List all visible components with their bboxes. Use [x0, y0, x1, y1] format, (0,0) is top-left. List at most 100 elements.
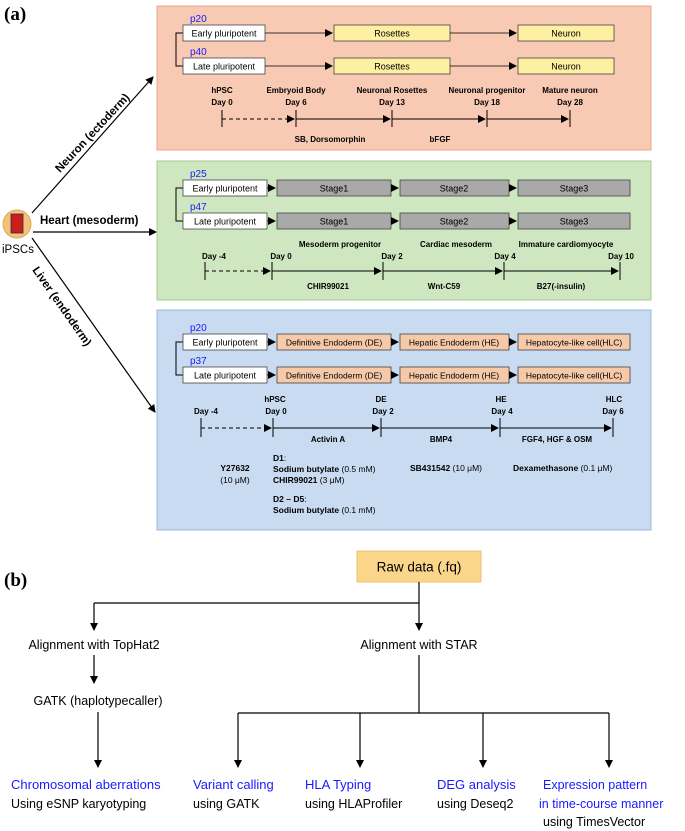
neuron-stage-name: Neuronal Rosettes: [357, 86, 428, 95]
raw-data-label: Raw data (.fq): [377, 560, 462, 575]
output-title: Chromosomal aberrations: [11, 777, 161, 792]
neuron-early-passage: p20: [190, 14, 207, 25]
neuron-stage-box: [517, 57, 615, 75]
y27632-name: Y27632: [220, 463, 250, 473]
heart-day: Day -4: [202, 252, 227, 261]
neuron-late-box-label: Late pluripotent: [193, 62, 256, 72]
liver-stage-name: DE: [375, 395, 387, 404]
heart-day: Day 10: [608, 252, 634, 261]
dex-name: Dexamethasone: [513, 463, 578, 473]
neuron-day: Day 18: [474, 98, 500, 107]
liver-stage-name: HLC: [606, 395, 623, 404]
heart-stage-name: Mesoderm progenitor: [299, 240, 381, 249]
liver-day: Day -4: [194, 407, 219, 416]
sb-note: SB431542 (10 μM): [410, 463, 482, 473]
d1-line1-conc: (0.5 mM): [339, 464, 376, 474]
dex-conc: (0.1 μM): [578, 463, 612, 473]
liver-stage-name: hPSC: [264, 395, 286, 404]
neuron-day: Day 6: [285, 98, 307, 107]
d1-line2-conc: (3 μM): [317, 475, 344, 485]
neuron-stage-label: Rosettes: [374, 62, 410, 72]
neuron-stage-label: Neuron: [551, 29, 581, 39]
liver-treatment: Activin A: [311, 435, 346, 444]
heart-stage-name: Immature cardiomyocyte: [519, 240, 614, 249]
heart-stage-label: Stage1: [320, 184, 349, 194]
neuron-stage-name: Neuronal progenitor: [449, 86, 526, 95]
y27632-conc: (10 μM): [220, 475, 250, 485]
liver-stage-box: [517, 333, 631, 351]
neuron-branch-label: Neuron (ectoderm): [53, 92, 132, 176]
liver-late-box-label: Late pluripotent: [194, 371, 257, 381]
heart-stage-label: Stage3: [560, 184, 589, 194]
liver-stage-label: Hepatocyte-like cell(HLC): [526, 371, 623, 381]
neuron-early-box-label: Early pluripotent: [191, 29, 257, 39]
heart-late-box-label: Late pluripotent: [194, 217, 257, 227]
heart-late-passage: p47: [190, 202, 207, 213]
liver-day: Day 6: [602, 407, 624, 416]
neuron-stage-label: Rosettes: [374, 29, 410, 39]
heart-bracket: [175, 187, 183, 222]
output-subtitle: using HLAProfiler: [305, 797, 402, 811]
d1-line1: Sodium butylate (0.5 mM): [273, 464, 376, 474]
neuron-stage-name: Mature neuron: [542, 86, 598, 95]
panel-a-label: (a): [4, 4, 26, 25]
liver-stage-label: Hepatic Endoderm (HE): [409, 338, 499, 348]
liver-treatment: FGF4, HGF & OSM: [522, 435, 593, 444]
output-subtitle: using GATK: [193, 797, 260, 811]
heart-day: Day 0: [270, 252, 292, 261]
heart-early-passage: p25: [190, 169, 207, 180]
ipsc-label: iPSCs: [2, 244, 34, 256]
heart-stage-box: [517, 179, 631, 197]
output-title: DEG analysis: [437, 777, 516, 792]
neuron-day: Day 0: [211, 98, 233, 107]
heart-stage-name: Cardiac mesoderm: [420, 240, 492, 249]
liver-stage-name: HE: [495, 395, 507, 404]
neuron-stage-label: Neuron: [551, 62, 581, 72]
neuron-treatment: SB, Dorsomorphin: [295, 135, 366, 144]
neuron-day: Day 13: [379, 98, 405, 107]
d2-line1-conc: (0.1 mM): [339, 505, 376, 515]
panel-b-label: (b): [4, 570, 27, 591]
tophat-step: Alignment with TopHat2: [28, 638, 159, 652]
liver-day: Day 2: [372, 407, 394, 416]
heart-treatment: Wnt-C59: [428, 282, 461, 291]
heart-branch-label: Heart (mesoderm): [40, 215, 139, 227]
liver-stage-label: Definitive Endoderm (DE): [286, 371, 383, 381]
liver-branch-arrow: [31, 237, 156, 413]
dex-note: Dexamethasone (0.1 μM): [513, 463, 613, 473]
heart-day: Day 2: [381, 252, 403, 261]
heart-stage-label: Stage1: [320, 217, 349, 227]
neuron-bracket: [175, 32, 183, 67]
heart-day: Day 4: [494, 252, 516, 261]
neuron-late-passage: p40: [190, 47, 207, 58]
d2-title: D2 – D5: [273, 494, 304, 504]
gatk-step: GATK (haplotypecaller): [34, 694, 163, 708]
output-title: Variant calling: [193, 777, 274, 792]
output-subtitle: using Deseq2: [437, 797, 513, 811]
neuron-branch-arrow: [31, 76, 154, 214]
output-title: HLA Typing: [305, 777, 371, 792]
d1-line2-name: CHIR99021: [273, 475, 318, 485]
liver-stage-box: [517, 366, 631, 384]
heart-stage-box: [517, 212, 631, 230]
liver-day: Day 0: [265, 407, 287, 416]
d1-note: D1:: [273, 453, 286, 463]
liver-stage-label: Definitive Endoderm (DE): [286, 338, 383, 348]
d1-line2: CHIR99021 (3 μM): [273, 475, 345, 485]
neuron-stage-name: hPSC: [211, 86, 233, 95]
liver-late-passage: p37: [190, 356, 207, 367]
neuron-stage-name: Embryoid Body: [266, 86, 326, 95]
heart-stage-label: Stage2: [440, 217, 469, 227]
output-subtitle: using TimesVector: [543, 815, 645, 829]
liver-early-passage: p20: [190, 323, 207, 334]
neuron-treatment: bFGF: [430, 135, 451, 144]
d1-title: D1: [273, 453, 284, 463]
heart-stage-label: Stage3: [560, 217, 589, 227]
sb-name: SB431542: [410, 463, 450, 473]
raw-data-box: [356, 550, 482, 583]
output-subtitle: Using eSNP karyotyping: [11, 797, 146, 811]
d2-note: D2 – D5:: [273, 494, 307, 504]
liver-early-box-label: Early pluripotent: [192, 338, 258, 348]
